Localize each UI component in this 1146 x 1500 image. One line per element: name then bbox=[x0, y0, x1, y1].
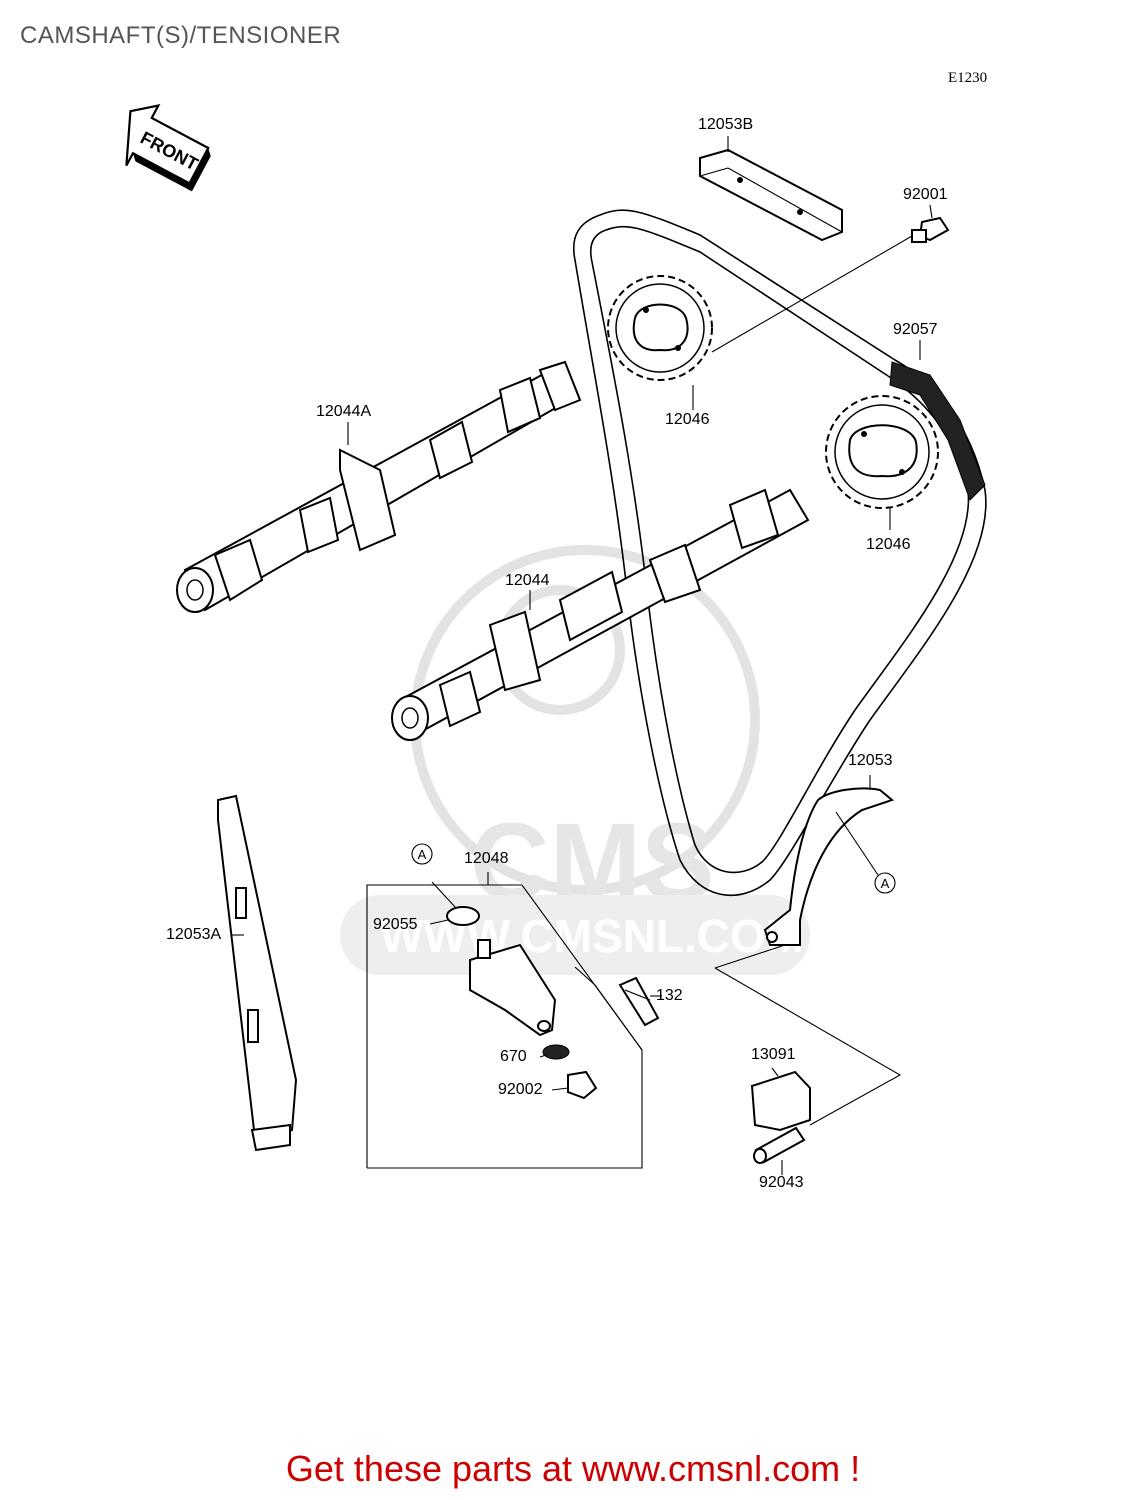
diagram-code: E1230 bbox=[948, 70, 988, 86]
svg-text:A: A bbox=[881, 876, 890, 891]
sprocket-upper bbox=[607, 275, 713, 410]
pin-92043 bbox=[753, 1126, 806, 1175]
part-label-92055[interactable]: 92055 bbox=[373, 916, 418, 933]
part-label-12046-upper[interactable]: 12046 bbox=[665, 411, 710, 428]
part-label-12046-lower[interactable]: 12046 bbox=[866, 536, 911, 553]
front-arrow-icon: FRONT bbox=[125, 104, 211, 192]
chain-guide-12053 bbox=[763, 775, 895, 946]
part-label-92002[interactable]: 92002 bbox=[498, 1081, 543, 1098]
part-label-92057[interactable]: 92057 bbox=[893, 321, 938, 338]
camshaft-12044a bbox=[176, 360, 582, 613]
holder-13091 bbox=[750, 1067, 811, 1132]
cta-link[interactable]: Get these parts at www.cmsnl.com ! bbox=[285, 1448, 861, 1489]
part-label-670[interactable]: 670 bbox=[500, 1048, 527, 1065]
reference-marker-a-right: A bbox=[874, 872, 896, 894]
sprocket-lower bbox=[825, 395, 939, 530]
washer-670 bbox=[539, 1044, 570, 1060]
bolt-92001 bbox=[911, 204, 950, 243]
bolt-92002 bbox=[551, 1070, 598, 1100]
part-label-12044a[interactable]: 12044A bbox=[316, 403, 372, 420]
part-label-12053a[interactable]: 12053A bbox=[166, 926, 222, 943]
chain-guide-12053a bbox=[217, 794, 298, 1152]
tensioner-box bbox=[366, 872, 643, 1169]
part-label-12053[interactable]: 12053 bbox=[848, 752, 893, 769]
tensioner-12048 bbox=[469, 939, 557, 1037]
camshaft-12044 bbox=[391, 488, 810, 741]
svg-text:A: A bbox=[418, 847, 427, 862]
o-ring-92055 bbox=[429, 881, 480, 926]
reference-marker-a-left: A bbox=[411, 843, 433, 865]
bolt-132 bbox=[618, 976, 662, 1027]
watermark-url: WWW.CMSNL.COM bbox=[380, 910, 804, 962]
chain-links-92057 bbox=[889, 340, 986, 501]
part-label-13091[interactable]: 13091 bbox=[751, 1046, 796, 1063]
part-label-132[interactable]: 132 bbox=[656, 987, 683, 1004]
chain-guide-top bbox=[699, 148, 843, 242]
part-label-92001[interactable]: 92001 bbox=[903, 186, 948, 203]
part-label-12048[interactable]: 12048 bbox=[464, 850, 509, 867]
watermark-logo: CMS WWW.CMSNL.COM bbox=[340, 545, 810, 975]
part-label-92043[interactable]: 92043 bbox=[759, 1174, 804, 1191]
part-label-12044[interactable]: 12044 bbox=[505, 572, 550, 589]
part-label-12053b[interactable]: 12053B bbox=[698, 116, 754, 133]
diagram-title: CAMSHAFT(S)/TENSIONER bbox=[20, 22, 342, 49]
